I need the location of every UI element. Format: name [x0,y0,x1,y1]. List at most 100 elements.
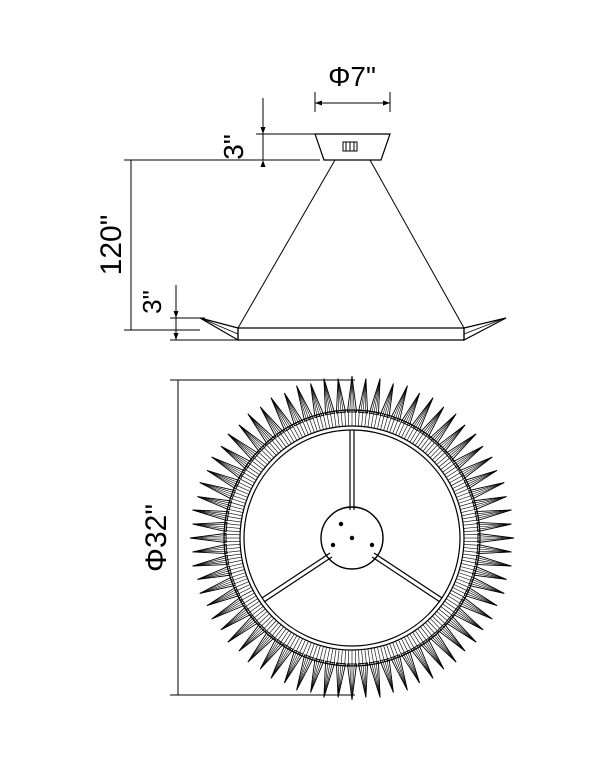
ring-hatch-line [461,508,477,513]
ring-side-profile [199,317,507,342]
spike-facet [404,392,420,424]
ring-hatch-line [461,563,477,568]
spike-facet [247,632,270,663]
ring-hatch-line [447,471,462,481]
spike-facet [192,559,228,567]
spike-facet [247,413,274,441]
spike-facet [192,509,228,517]
spike-facet [422,642,445,670]
ring-hatch-line [232,578,248,585]
ring-hatch-line [389,643,396,659]
spike-facet [470,482,505,496]
ring-hatch-line [463,547,480,550]
spike-facet [296,385,307,421]
ring-hatch-line [340,649,343,666]
spike-facet [459,456,493,474]
spike-facet [477,535,515,539]
ring-hatch-line [337,410,340,427]
spike-facet [220,445,248,468]
spike-facet [227,616,255,643]
spike-facet [362,378,367,413]
ring-hatch-line [361,410,364,427]
spike-facet [192,523,227,530]
spike-facet [220,445,249,466]
spike-facet [375,661,381,698]
ring-hatch-line [259,448,272,461]
spike-facet [211,456,242,478]
ring-hatch-line [429,445,442,458]
ring-hatch-line [250,606,264,617]
ring-hatch-line [267,441,279,454]
spike-facet [211,456,244,476]
spike-facet [402,392,420,423]
crystal-spike [471,565,507,580]
ring-hatch-line [417,628,428,642]
spike-facet [392,657,408,691]
ring-hatch-line [224,550,241,553]
spike-facet [473,496,507,506]
spike-facet [446,433,477,456]
spike-facet [460,600,493,620]
ring-hatch-line [344,649,346,666]
spike-facet [462,456,493,478]
ring-hatch-line [438,608,452,620]
ring-hatch-line [358,649,360,666]
crystal-spike [368,378,381,416]
spike-facet [199,583,235,594]
ring-hatch-line [246,600,260,611]
spike-facet [284,392,300,424]
spike-facet [206,590,238,606]
ring-hatch-line [288,426,298,441]
spike-facet [362,663,367,698]
ring-hatch-line [450,590,466,598]
ring-hatch-line [417,434,428,448]
ring-hatch-line [449,592,464,602]
ring-hatch-line [348,649,350,666]
ring-hatch-line [288,635,298,650]
spike-facet [211,598,242,620]
spike-facet [453,611,484,631]
spike-facet [394,656,408,691]
spike-facet [475,561,512,567]
ring-hatch-line [285,633,295,648]
spike-facet [227,433,255,460]
spike-facet [456,445,484,468]
spike-facet [432,634,457,663]
crystal-spike [474,554,512,567]
side-view: Φ7" 3" 120" 3" [95,61,507,342]
spike-facet [296,385,312,419]
ring-hatch-line [326,647,331,664]
ring-hatch-line [322,413,327,429]
spike-facet [284,651,297,684]
spike-facet [259,642,282,670]
spike-facet [337,378,342,413]
ring-hatch-line [228,566,244,571]
crystal-spike [192,509,230,522]
ring-hatch-line [308,643,315,659]
canopy-diameter-dimension: Φ7" [314,61,391,112]
ring-hatch-line [233,581,249,589]
ring-hatch-line [305,418,312,434]
ring-hatch-line [257,451,270,463]
ring-hatch-line [292,636,300,652]
ring-hatch-line [285,428,295,443]
canopy-height-label: 3" [218,134,249,160]
spike-facet [397,385,408,421]
ring-hatch-line [305,642,312,658]
spike-facet [189,535,227,539]
spike-facet [373,378,381,414]
ring-hatch-line [279,630,290,644]
ring-hatch-line [225,553,242,557]
ring-hatch-line [370,411,375,428]
spike-facet [220,445,251,465]
ring-hatching [224,410,480,666]
spike-facet [284,652,300,684]
spike-facet [296,385,310,420]
ring-hatch-line [440,606,454,617]
spike-facet [206,470,238,486]
ring-height-dimension: 3" [137,285,240,341]
ring-hatch-line [367,411,371,428]
spike-facet [475,509,512,515]
spike-facet [337,663,339,698]
ring-hatch-line [463,530,480,532]
